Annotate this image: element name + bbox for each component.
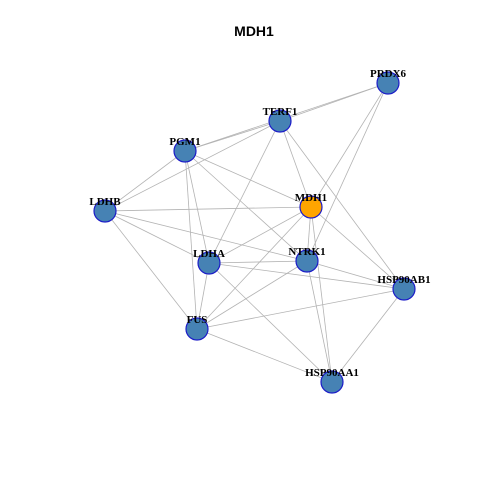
node-label-hsp90aa1: HSP90AA1 xyxy=(305,367,359,379)
edge-pgm1-ldhb xyxy=(104,150,186,212)
node-circle-pgm1[interactable] xyxy=(173,139,197,163)
node-ldha[interactable]: LDHA xyxy=(193,248,225,275)
node-label-prdx6: PRDX6 xyxy=(370,68,407,80)
node-terf1[interactable]: TERF1 xyxy=(263,106,298,133)
node-label-hsp90ab1: HSP90AB1 xyxy=(377,274,430,286)
node-hsp90aa1[interactable]: HSP90AA1 xyxy=(305,367,359,394)
node-circle-mdh1[interactable] xyxy=(299,195,323,219)
edge-ldhb-fus xyxy=(104,210,198,330)
edge-ldha-hsp90ab1 xyxy=(208,262,405,290)
node-circle-terf1[interactable] xyxy=(268,109,292,133)
edge-terf1-hsp90ab1 xyxy=(279,120,405,290)
node-label-terf1: TERF1 xyxy=(263,106,298,118)
node-ntrk1[interactable]: NTRK1 xyxy=(288,246,326,273)
edge-pgm1-fus xyxy=(184,150,198,330)
node-circle-ldhb[interactable] xyxy=(93,199,117,223)
edge-ldha-hsp90aa1 xyxy=(208,262,333,383)
node-fus[interactable]: FUS xyxy=(185,314,209,341)
node-prdx6[interactable]: PRDX6 xyxy=(370,68,407,95)
node-hsp90ab1[interactable]: HSP90AB1 xyxy=(377,274,431,301)
edge-ntrk1-hsp90aa1 xyxy=(306,260,333,383)
node-label-mdh1: MDH1 xyxy=(295,192,327,204)
edge-ntrk1-fus xyxy=(196,260,308,330)
edge-pgm1-ldha xyxy=(184,150,210,264)
node-pgm1[interactable]: PGM1 xyxy=(169,136,201,163)
node-circle-ldha[interactable] xyxy=(197,251,221,275)
edge-ldhb-mdh1 xyxy=(104,206,312,212)
edge-hsp90ab1-fus xyxy=(196,288,405,330)
edge-layer xyxy=(104,82,405,383)
edge-mdh1-fus xyxy=(196,206,312,330)
node-label-ldha: LDHA xyxy=(193,248,225,260)
edge-terf1-pgm1 xyxy=(184,120,281,152)
edge-ldhb-ntrk1 xyxy=(104,210,308,262)
edge-mdh1-hsp90aa1 xyxy=(310,206,333,383)
node-label-ntrk1: NTRK1 xyxy=(288,246,325,258)
edge-pgm1-ntrk1 xyxy=(184,150,308,262)
node-label-ldhb: LDHB xyxy=(89,196,121,208)
edge-ldha-ntrk1 xyxy=(208,260,308,264)
edge-hsp90ab1-hsp90aa1 xyxy=(331,288,405,383)
edge-ldhb-ldha xyxy=(104,210,210,264)
edge-prdx6-ntrk1 xyxy=(306,82,389,262)
edge-mdh1-ldha xyxy=(208,206,312,264)
node-circle-prdx6[interactable] xyxy=(376,71,400,95)
edge-prdx6-mdh1 xyxy=(310,82,389,208)
node-circle-hsp90ab1[interactable] xyxy=(392,277,416,301)
node-label-pgm1: PGM1 xyxy=(169,136,200,148)
edge-ntrk1-hsp90ab1 xyxy=(306,260,405,290)
graph-title: MDH1 xyxy=(234,23,274,39)
edge-terf1-ldha xyxy=(208,120,281,264)
node-ldhb[interactable]: LDHB xyxy=(89,196,121,223)
edge-fus-hsp90aa1 xyxy=(196,328,333,383)
node-circle-hsp90aa1[interactable] xyxy=(320,370,344,394)
node-label-fus: FUS xyxy=(187,314,208,326)
edge-terf1-ldhb xyxy=(104,120,281,212)
node-mdh1[interactable]: MDH1 xyxy=(295,192,327,219)
node-circle-ntrk1[interactable] xyxy=(295,249,319,273)
edge-pgm1-mdh1 xyxy=(184,150,312,208)
edge-terf1-mdh1 xyxy=(279,120,312,208)
node-circle-fus[interactable] xyxy=(185,317,209,341)
edge-mdh1-hsp90ab1 xyxy=(310,206,405,290)
